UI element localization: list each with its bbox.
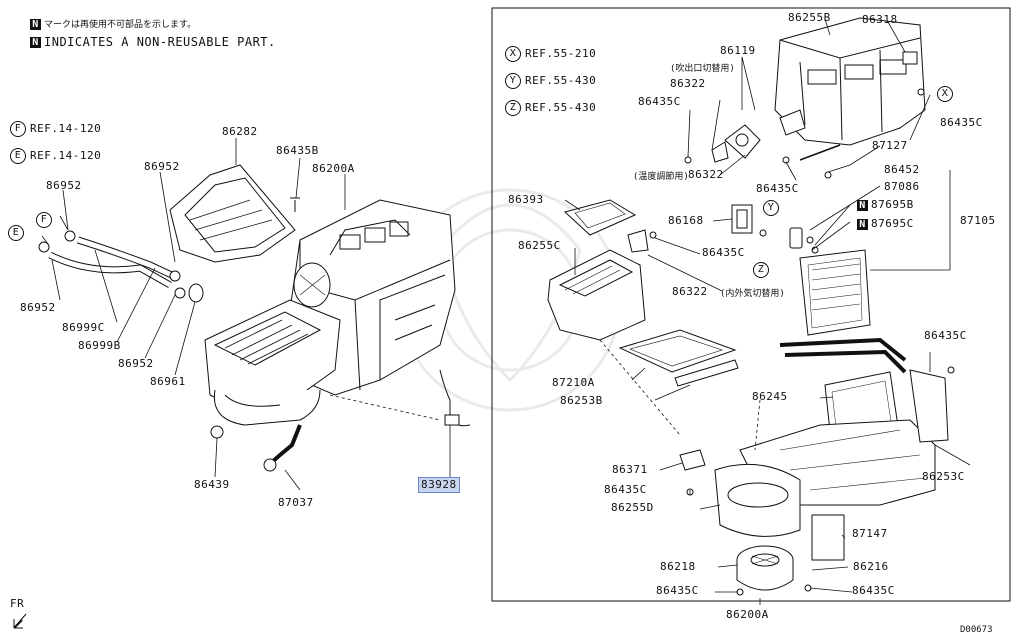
part-86322-temp[interactable]: 86322 [688,168,724,181]
ref-callout-y[interactable]: Y REF.55-430 [505,73,596,89]
right-leader-lines [564,18,971,605]
part-87147[interactable]: 87147 [852,527,888,540]
part-86999b[interactable]: 86999B [78,339,121,352]
front-label: FR [10,597,25,610]
part-86253b[interactable]: 86253B [560,394,603,407]
ref-letter: Z [505,100,521,116]
part-86952-upper-left[interactable]: 86952 [46,179,82,192]
callout-e-circle: E [8,225,28,241]
ref-text: REF.55-210 [525,47,597,60]
legend-en-text: INDICATES A NON-REUSABLE PART. [44,35,276,49]
ref-callout-e[interactable]: E REF.14-120 [10,148,101,164]
part-86435c-a[interactable]: 86435C [638,95,681,108]
part-87127[interactable]: 87127 [872,139,908,152]
ref-text: REF.14-120 [30,122,102,135]
part-86435c-f[interactable]: 86435C [604,483,647,496]
part-86961[interactable]: 86961 [150,375,186,388]
non-reusable-mark-icon: N [857,199,868,211]
part-86168[interactable]: 86168 [668,214,704,227]
ref-callout-x[interactable]: X REF.55-210 [505,46,596,62]
part-86952-lower-left[interactable]: 86952 [20,301,56,314]
callout-y-circle: Y [763,200,783,216]
ref-letter: X [505,46,521,62]
ref-callout-f[interactable]: F REF.14-120 [10,121,101,137]
ref-letter: Y [505,73,521,89]
callout-f-circle: F [36,212,56,228]
part-87037[interactable]: 87037 [278,496,314,509]
part-87086[interactable]: 87086 [884,180,920,193]
part-86952-bottom[interactable]: 86952 [118,357,154,370]
non-reusable-mark-icon: N [30,37,41,48]
part-86255d[interactable]: 86255D [611,501,654,514]
part-86255b[interactable]: 86255B [788,11,831,24]
part-87210a[interactable]: 87210A [552,376,595,389]
ref-letter: F [10,121,26,137]
part-86322-intake[interactable]: 86322 [672,285,708,298]
part-86282[interactable]: 86282 [222,125,258,138]
part-86371[interactable]: 86371 [612,463,648,476]
legend-jp-text: マークは再使用不可部品を示します。 [44,20,197,30]
part-86119[interactable]: 86119 [720,44,756,57]
part-86435c-d[interactable]: 86435C [702,246,745,259]
left-hvac-unit [38,164,471,472]
part-86245[interactable]: 86245 [752,390,788,403]
front-arrow-icon [13,613,27,629]
part-86218[interactable]: 86218 [660,560,696,573]
part-86435c-c[interactable]: 86435C [756,182,799,195]
part-87105[interactable]: 87105 [960,214,996,227]
part-86452[interactable]: 86452 [884,163,920,176]
part-86435c-b[interactable]: 86435C [940,116,983,129]
note-temp-control: (温度調節用) [633,172,689,182]
ref-callout-z[interactable]: Z REF.55-430 [505,100,596,116]
callout-x-circle: X [937,86,957,102]
ref-text: REF.55-430 [525,74,597,87]
part-86435c-h[interactable]: 86435C [852,584,895,597]
callout-z-circle: Z [753,262,773,278]
part-86255c[interactable]: 86255C [518,239,561,252]
part-86393[interactable]: 86393 [508,193,544,206]
left-leader-lines [41,138,451,491]
ref-text: REF.14-120 [30,149,102,162]
part-86439[interactable]: 86439 [194,478,230,491]
diagram-code: D00673 [960,625,993,635]
part-86200a-left[interactable]: 86200A [312,162,355,175]
part-86322-mode[interactable]: 86322 [670,77,706,90]
part-86318[interactable]: 86318 [862,13,898,26]
non-reusable-mark-icon: N [857,218,868,230]
part-86952-top[interactable]: 86952 [144,160,180,173]
part-83928-highlighted[interactable]: 83928 [418,477,460,493]
note-outlet-switch: (吹出口切替用) [670,64,735,74]
part-86999c[interactable]: 86999C [62,321,105,334]
part-86435c-e[interactable]: 86435C [924,329,967,342]
right-hvac-exploded [547,17,955,596]
part-86216[interactable]: 86216 [853,560,889,573]
non-reusable-mark-icon: N [30,18,41,30]
ref-text: REF.55-430 [525,101,597,114]
note-intake-switch: (内外気切替用) [720,289,785,299]
part-86435b[interactable]: 86435B [276,144,319,157]
part-86435c-g[interactable]: 86435C [656,584,699,597]
ref-letter: E [10,148,26,164]
part-86253c[interactable]: 86253C [922,470,965,483]
part-86200a-right[interactable]: 86200A [726,608,769,621]
right-assembly-frame [491,7,1011,602]
